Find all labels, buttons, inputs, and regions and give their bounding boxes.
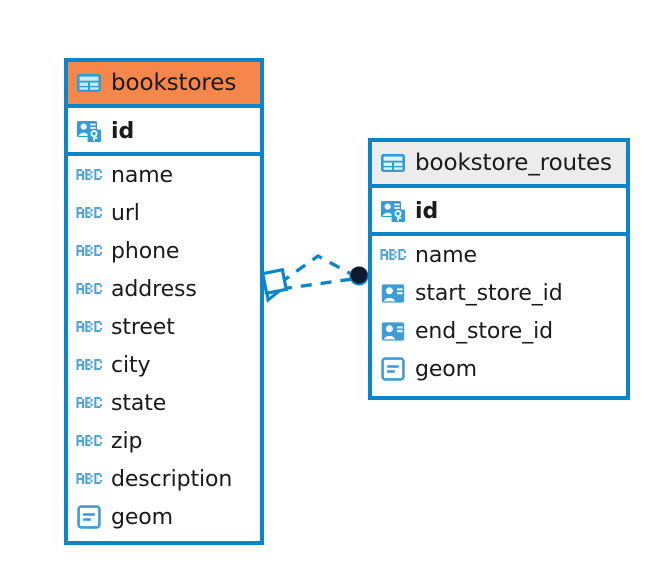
field-label: name (415, 242, 477, 268)
entity-bookstores-title: bookstores (111, 70, 237, 96)
entity-bookstores-fields: id (68, 108, 260, 536)
field-row[interactable]: state (68, 384, 260, 422)
abc-text-icon (76, 428, 102, 454)
abc-text-icon (76, 162, 102, 188)
field-label: address (111, 276, 197, 302)
field-row[interactable]: url (68, 194, 260, 232)
field-label: geom (111, 504, 173, 530)
field-label: zip (111, 428, 143, 454)
primary-key-icon (380, 198, 406, 224)
field-row[interactable]: name (372, 236, 626, 274)
entity-bookstores-header[interactable]: bookstores (68, 62, 260, 108)
field-label: geom (415, 356, 477, 382)
field-row[interactable]: geom (372, 350, 626, 388)
foreign-key-icon (380, 280, 406, 306)
entity-bookstore-routes[interactable]: bookstore_routes (368, 138, 630, 400)
field-label: id (111, 118, 135, 144)
field-label: street (111, 314, 175, 340)
field-row[interactable]: start_store_id (372, 274, 626, 312)
field-label: state (111, 390, 167, 416)
field-label: url (111, 200, 140, 226)
entity-bookstore-routes-header[interactable]: bookstore_routes (372, 142, 626, 188)
relationship-line-upper[interactable] (279, 254, 356, 285)
field-row[interactable]: zip (68, 422, 260, 460)
relationship-line-lower[interactable] (280, 277, 354, 291)
abc-text-icon (76, 390, 102, 416)
geometry-icon (76, 504, 102, 530)
field-label: start_store_id (415, 280, 563, 306)
entity-bookstore-routes-title: bookstore_routes (415, 150, 612, 176)
foreign-key-icon (380, 318, 406, 344)
field-label: end_store_id (415, 318, 553, 344)
field-row[interactable]: description (68, 460, 260, 498)
field-label: city (111, 352, 151, 378)
entity-bookstore-routes-fields: id (372, 188, 626, 388)
field-row[interactable]: id (372, 190, 626, 236)
abc-text-icon (76, 352, 102, 378)
field-row[interactable]: phone (68, 232, 260, 270)
field-label: phone (111, 238, 180, 264)
table-icon (76, 70, 102, 96)
abc-text-icon (380, 242, 406, 268)
field-label: id (415, 198, 439, 224)
field-label: name (111, 162, 173, 188)
abc-text-icon (76, 314, 102, 340)
abc-text-icon (76, 200, 102, 226)
field-row[interactable]: name (68, 156, 260, 194)
abc-text-icon (76, 276, 102, 302)
field-label: description (111, 466, 233, 492)
abc-text-icon (76, 466, 102, 492)
table-icon (380, 150, 406, 176)
primary-key-icon (76, 118, 102, 144)
field-row[interactable]: end_store_id (372, 312, 626, 350)
field-row[interactable]: id (68, 110, 260, 156)
field-row[interactable]: geom (68, 498, 260, 536)
field-row[interactable]: street (68, 308, 260, 346)
geometry-icon (380, 356, 406, 382)
filled-circle-marker[interactable] (349, 266, 369, 286)
abc-text-icon (76, 238, 102, 264)
field-row[interactable]: city (68, 346, 260, 384)
field-row[interactable]: address (68, 270, 260, 308)
entity-bookstores[interactable]: bookstores id (64, 58, 264, 545)
diamond-crowsfoot-marker[interactable] (260, 267, 289, 303)
